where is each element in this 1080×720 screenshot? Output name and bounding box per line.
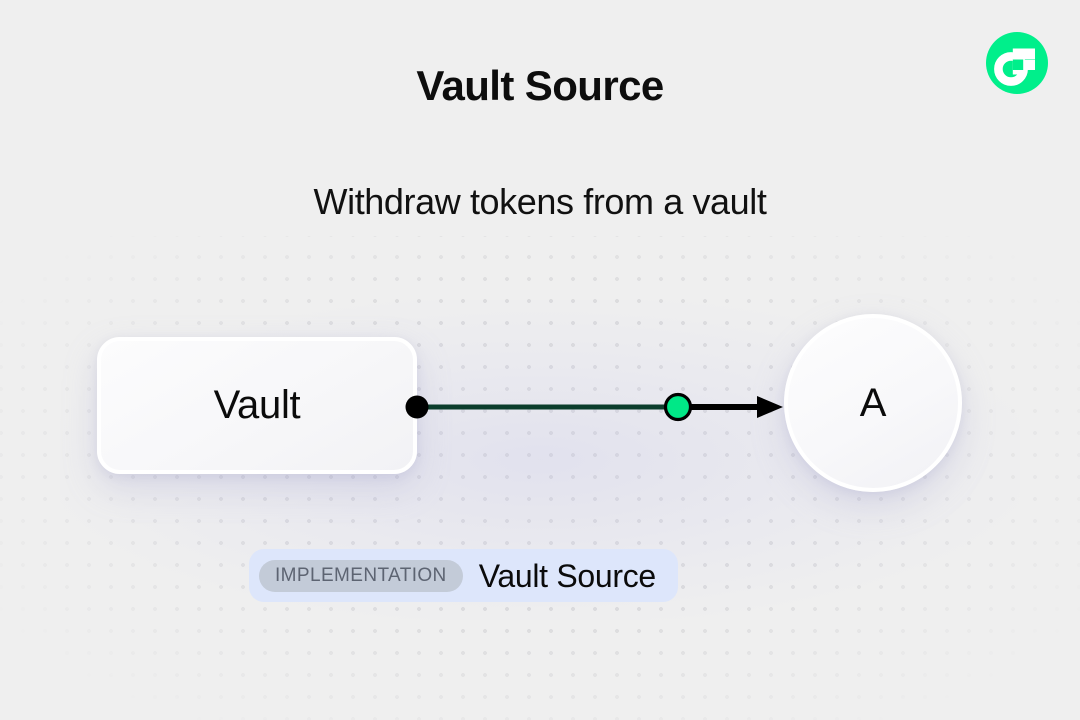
edge-midpoint-marker[interactable] [663, 392, 693, 422]
page-subtitle: Withdraw tokens from a vault [313, 181, 767, 222]
edge-arrowhead-icon [757, 396, 783, 418]
node-vault-label: Vault [213, 383, 301, 427]
node-a-label: A [859, 380, 887, 425]
implementation-badge[interactable]: IMPLEMENTATION Vault Source [249, 549, 678, 602]
implementation-tag: IMPLEMENTATION [259, 559, 463, 592]
flow-logo-icon [986, 32, 1048, 94]
page-title: Vault Source [416, 62, 664, 109]
node-vault[interactable]: Vault [97, 337, 417, 474]
node-a[interactable]: A [784, 314, 962, 492]
implementation-name: Vault Source [478, 557, 657, 594]
